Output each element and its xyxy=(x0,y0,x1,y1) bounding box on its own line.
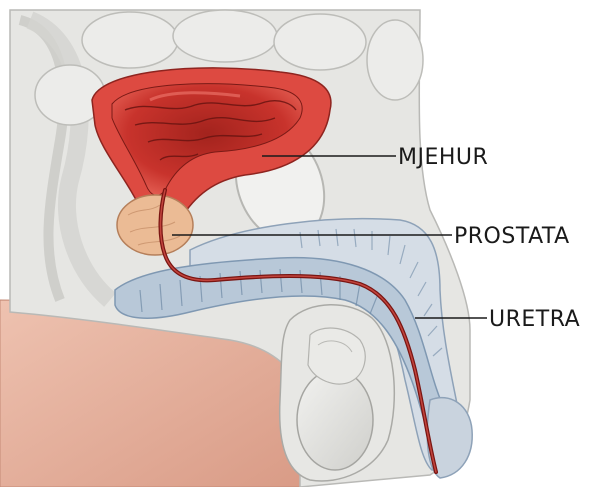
testis xyxy=(280,305,395,481)
urethra-label: URETRA xyxy=(489,307,580,332)
prostate xyxy=(117,195,193,255)
prostate-label: PROSTATA xyxy=(454,224,570,249)
bladder-label: MJEHUR xyxy=(398,145,488,170)
